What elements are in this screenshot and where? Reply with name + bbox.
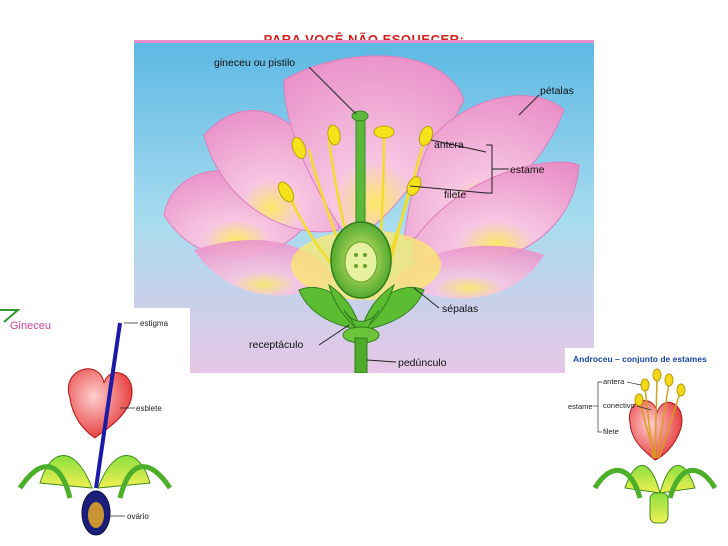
petals xyxy=(163,55,580,300)
anthers xyxy=(277,124,434,203)
label-receptaculo: receptáculo xyxy=(249,339,303,351)
sepal-left xyxy=(39,455,93,489)
label-sepalas: sépalas xyxy=(442,303,478,315)
androceu-diagram: Androceu – conjunto de estames antera co… xyxy=(565,348,725,538)
label-pedunculo: pedúnculo xyxy=(398,357,447,369)
label-filete: filete xyxy=(603,427,619,436)
label-gineceu: gineceu ou pistilo xyxy=(214,57,295,69)
style-estilete xyxy=(94,322,122,489)
label-estilete: esblete xyxy=(136,404,162,413)
label-estame: estame xyxy=(510,164,545,176)
leaf-right xyxy=(667,468,718,499)
label-estame: estame xyxy=(568,402,593,411)
gineceu-title: Gineceu xyxy=(10,320,51,332)
corner-decoration xyxy=(0,309,21,323)
label-antera: antera xyxy=(434,139,464,151)
filaments xyxy=(639,377,681,459)
leaf-left xyxy=(592,468,643,499)
label-conectivo: conectivo xyxy=(603,401,635,410)
receptacle-stem xyxy=(649,492,669,524)
gineceu-diagram: Gineceu estigma esblete ovário xyxy=(0,308,190,540)
label-filete: filete xyxy=(444,189,466,201)
sepal-right xyxy=(97,455,151,489)
pistil xyxy=(330,110,392,299)
bracket-lines xyxy=(593,381,652,433)
petal-shape xyxy=(67,368,133,439)
leaf-left xyxy=(17,464,73,499)
leader-lines xyxy=(308,66,540,363)
leaf-right xyxy=(117,464,173,499)
top-border xyxy=(134,40,594,43)
label-ovario: ovário xyxy=(127,512,149,521)
main-flower-diagram: gineceu ou pistilo pétalas antera estame… xyxy=(134,40,594,373)
peduncle-stem xyxy=(354,337,368,373)
ovules xyxy=(88,502,104,528)
label-estigma: estigma xyxy=(140,319,169,328)
label-antera: antera xyxy=(603,377,625,386)
anthers xyxy=(634,368,686,407)
label-petalas: pétalas xyxy=(540,85,574,97)
androceu-title: Androceu – conjunto de estames xyxy=(573,354,707,364)
sepals xyxy=(298,283,425,342)
page-title: PARA VOCÊ NÃO ESQUECER: xyxy=(263,32,465,42)
